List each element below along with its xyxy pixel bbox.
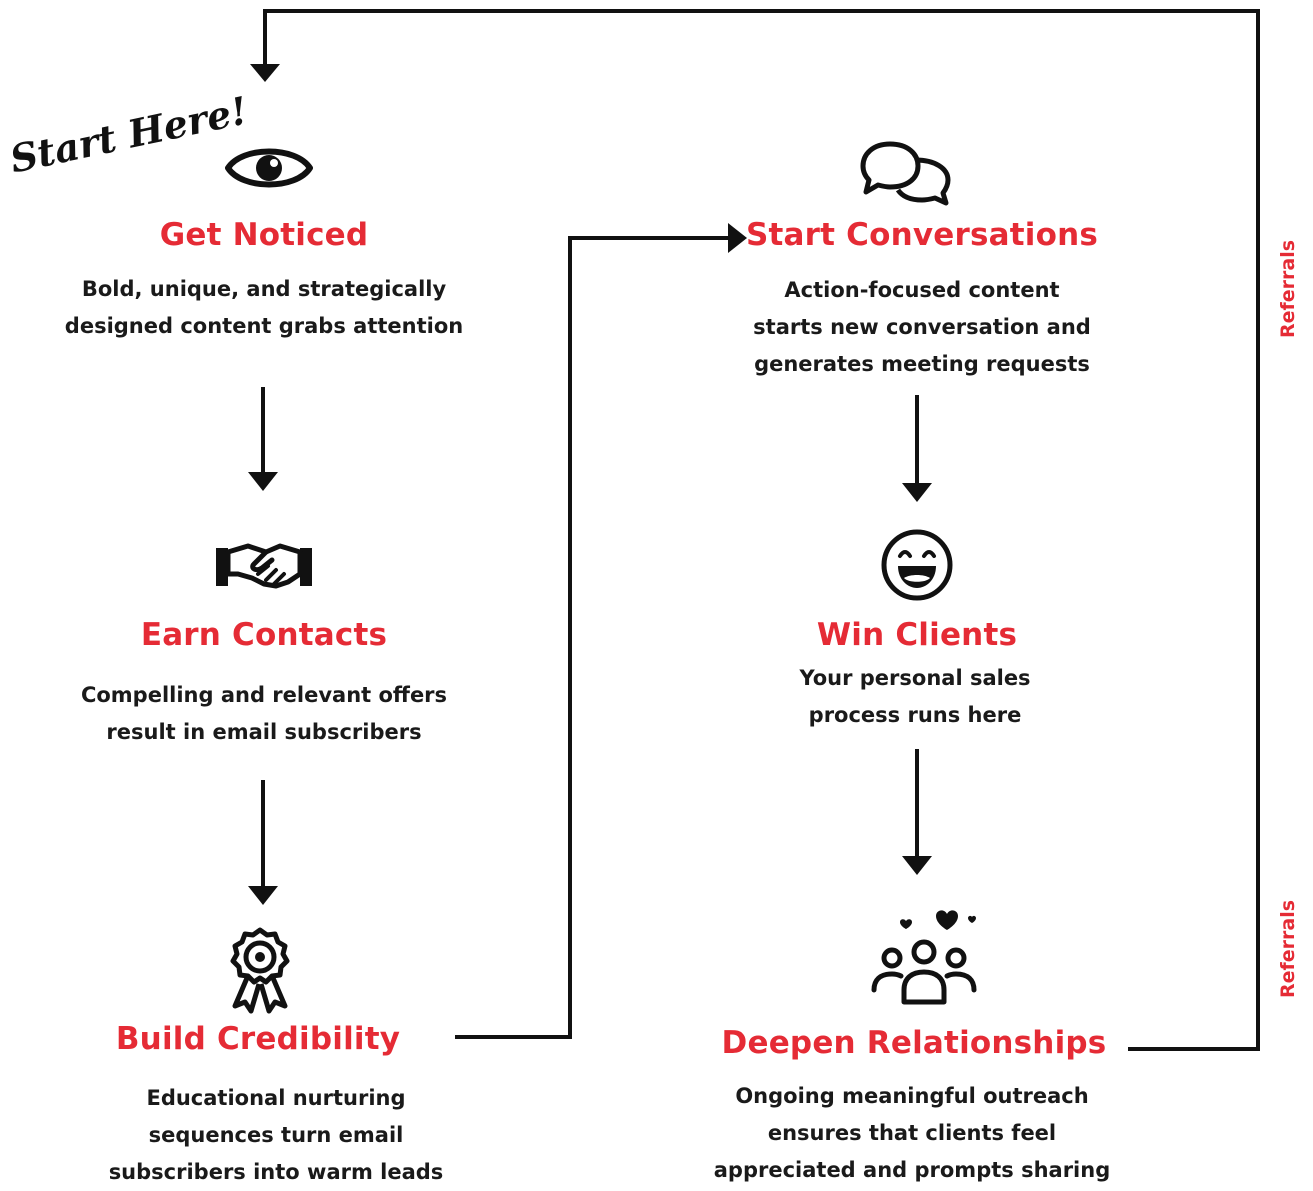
- desc-line: generates meeting requests: [754, 352, 1090, 376]
- desc-line: appreciated and prompts sharing: [713, 1158, 1111, 1182]
- desc-line: Educational nurturing: [146, 1086, 406, 1110]
- desc-line: result in email subscribers: [106, 720, 422, 744]
- desc-line: sequences turn email: [148, 1123, 404, 1147]
- desc-line: process runs here: [808, 703, 1022, 727]
- step-title-start-conversations: Start Conversations: [745, 217, 1099, 253]
- people-hearts-icon: [871, 910, 977, 1005]
- referrals-label-bottom: Referrals: [1277, 899, 1299, 999]
- arrowhead-conversations: [728, 223, 747, 253]
- eye-icon: [225, 148, 313, 188]
- arrowhead-deepen: [902, 856, 932, 875]
- chat-bubbles-icon: [860, 141, 951, 206]
- step-desc-win-clients: Your personal sales process runs here: [695, 660, 1135, 734]
- arrow-credibility-to-conversations: [455, 236, 730, 1039]
- step-desc-get-noticed: Bold, unique, and strategically designed…: [44, 271, 484, 345]
- step-desc-start-conversations: Action-focused content starts new conver…: [702, 272, 1142, 383]
- step-title-build-credibility: Build Credibility: [115, 1021, 401, 1057]
- step-title-earn-contacts: Earn Contacts: [140, 617, 388, 653]
- step-title-get-noticed: Get Noticed: [159, 217, 369, 253]
- arrowhead-win: [902, 483, 932, 502]
- step-title-win-clients: Win Clients: [816, 617, 1018, 653]
- referrals-label-top: Referrals: [1277, 239, 1299, 339]
- desc-line: ensures that clients feel: [767, 1121, 1057, 1145]
- step-desc-earn-contacts: Compelling and relevant offers result in…: [44, 677, 484, 751]
- handshake-icon: [216, 543, 312, 589]
- arrowhead-credibility: [248, 886, 278, 905]
- referral-loop-line: [263, 9, 1260, 1051]
- award-ribbon-icon: [230, 927, 290, 1014]
- desc-line: Action-focused content: [784, 278, 1060, 302]
- step-desc-deepen-relationships: Ongoing meaningful outreach ensures that…: [692, 1078, 1132, 1189]
- arrowhead-contacts: [248, 472, 278, 491]
- arrowhead-into-get-noticed: [250, 64, 280, 82]
- desc-line: Bold, unique, and strategically: [81, 277, 447, 301]
- desc-line: subscribers into warm leads: [108, 1160, 444, 1184]
- desc-line: starts new conversation and: [753, 315, 1091, 339]
- smiley-icon: [881, 529, 953, 601]
- step-title-deepen-relationships: Deepen Relationships: [721, 1025, 1107, 1061]
- desc-line: Your personal sales: [799, 666, 1031, 690]
- desc-line: designed content grabs attention: [64, 314, 464, 338]
- desc-line: Ongoing meaningful outreach: [735, 1084, 1089, 1108]
- step-desc-build-credibility: Educational nurturing sequences turn ema…: [56, 1080, 496, 1191]
- desc-line: Compelling and relevant offers: [80, 683, 448, 707]
